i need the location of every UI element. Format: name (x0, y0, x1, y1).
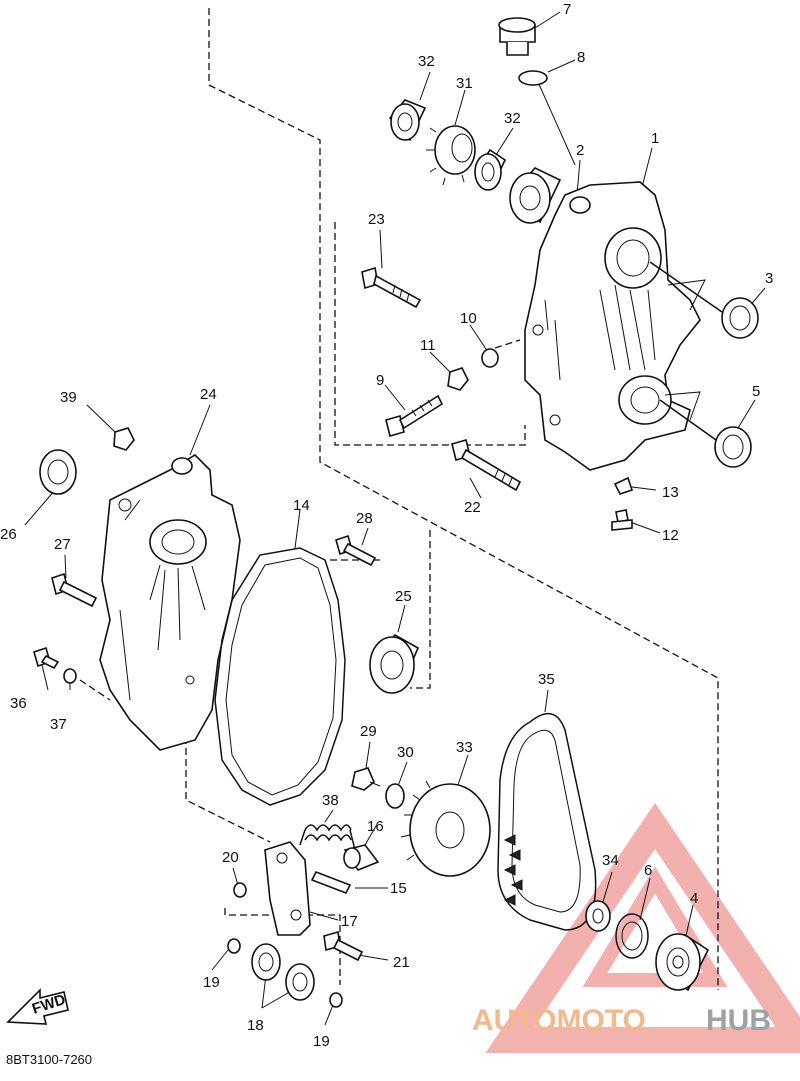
callout-13: 13 (662, 484, 679, 501)
bearing-18-right (285, 963, 315, 1001)
collar-34 (585, 900, 611, 932)
bolt-12 (611, 509, 633, 531)
gear-case-housing (524, 181, 706, 471)
callout-38: 38 (322, 792, 339, 809)
callout-16: 16 (367, 818, 384, 835)
callout-23: 23 (368, 211, 385, 228)
tensioner-arm-17 (264, 841, 311, 936)
leader-lines (24, 11, 766, 1026)
callout-39: 39 (60, 389, 77, 406)
diagram-code: 8BT3100-7260 (6, 1052, 92, 1067)
callout-8: 8 (577, 49, 585, 66)
callout-24: 24 (200, 386, 217, 403)
sprocket-33 (400, 780, 491, 877)
callout-4: 4 (690, 890, 698, 907)
nut-39 (113, 427, 135, 451)
watermark-text-hub: HUB (706, 1004, 771, 1037)
bearing-32-right (474, 148, 507, 191)
callout-36: 36 (10, 695, 27, 712)
callout-21: 21 (393, 954, 410, 971)
washer-10 (481, 348, 499, 368)
callout-37: 37 (50, 716, 67, 733)
bolt-23 (361, 266, 422, 309)
callout-1: 1 (651, 130, 659, 147)
callout-labels: 1 2 3 4 5 6 7 8 9 10 11 12 13 14 15 16 1… (0, 1, 773, 1050)
callout-19-left: 19 (203, 974, 220, 991)
spring-38 (299, 824, 356, 851)
plug-13 (613, 476, 634, 495)
circlip-6 (615, 913, 649, 959)
callout-20: 20 (222, 849, 239, 866)
callout-5: 5 (752, 383, 760, 400)
nut-11 (447, 367, 469, 391)
callout-12: 12 (662, 527, 679, 544)
left-crankcase-cover (99, 453, 241, 751)
callout-3: 3 (765, 270, 773, 287)
callout-17: 17 (341, 913, 358, 930)
callout-15: 15 (390, 880, 407, 897)
callout-10: 10 (460, 310, 477, 327)
circlip-20 (233, 882, 247, 898)
circlip-19-right (329, 992, 343, 1008)
plug-washer (518, 70, 548, 86)
bolt-21 (323, 930, 364, 962)
callout-11: 11 (420, 337, 436, 354)
callout-18: 18 (247, 1017, 264, 1034)
oil-seal-3 (721, 297, 759, 339)
callout-32-left: 32 (418, 53, 435, 70)
bolt-27 (51, 572, 98, 608)
oil-seal-26 (39, 449, 77, 495)
watermark-logo (485, 802, 800, 1053)
callout-31: 31 (456, 75, 473, 92)
bearing-2 (509, 167, 562, 224)
bearing-32-left (388, 99, 427, 142)
callout-6: 6 (644, 862, 652, 879)
callout-22: 22 (464, 499, 481, 516)
washer-37 (63, 668, 77, 684)
callout-34: 34 (602, 852, 619, 869)
callout-30: 30 (397, 744, 414, 761)
callout-35: 35 (538, 671, 555, 688)
nut-29-stud (369, 781, 381, 787)
shaft-15 (310, 870, 352, 895)
oil-seal-5 (714, 426, 752, 468)
callout-28: 28 (356, 510, 373, 527)
callout-2: 2 (576, 142, 584, 159)
shaft-axis-lines (649, 261, 723, 441)
filler-plug (498, 17, 536, 56)
callout-33: 33 (456, 739, 473, 756)
callout-32-right: 32 (504, 110, 521, 127)
bearing-4 (655, 933, 710, 992)
collar-16 (343, 844, 380, 871)
bearing-25 (369, 633, 420, 694)
callout-29: 29 (360, 723, 377, 740)
callout-19-right: 19 (313, 1033, 330, 1050)
drive-chain-35 (497, 713, 597, 931)
callout-27: 27 (54, 536, 71, 553)
circlip-19-left (227, 938, 241, 954)
fwd-arrow-icon: FWD (6, 988, 69, 1025)
bolt-22 (451, 439, 522, 492)
cover-gasket (214, 547, 346, 806)
washer-30 (385, 783, 405, 809)
watermark-text-automoto: AUTOMOTO (472, 1004, 646, 1037)
callout-25: 25 (395, 588, 412, 605)
callout-7: 7 (563, 1, 571, 18)
bolt-28 (335, 534, 377, 567)
bearing-18-left (251, 943, 281, 981)
callout-14: 14 (293, 497, 310, 514)
callout-26: 26 (0, 526, 17, 543)
callout-9: 9 (376, 372, 384, 389)
sprocket-31 (426, 125, 476, 186)
nut-29 (351, 767, 375, 791)
bolt-36 (33, 646, 60, 670)
bolt-9 (385, 394, 444, 437)
